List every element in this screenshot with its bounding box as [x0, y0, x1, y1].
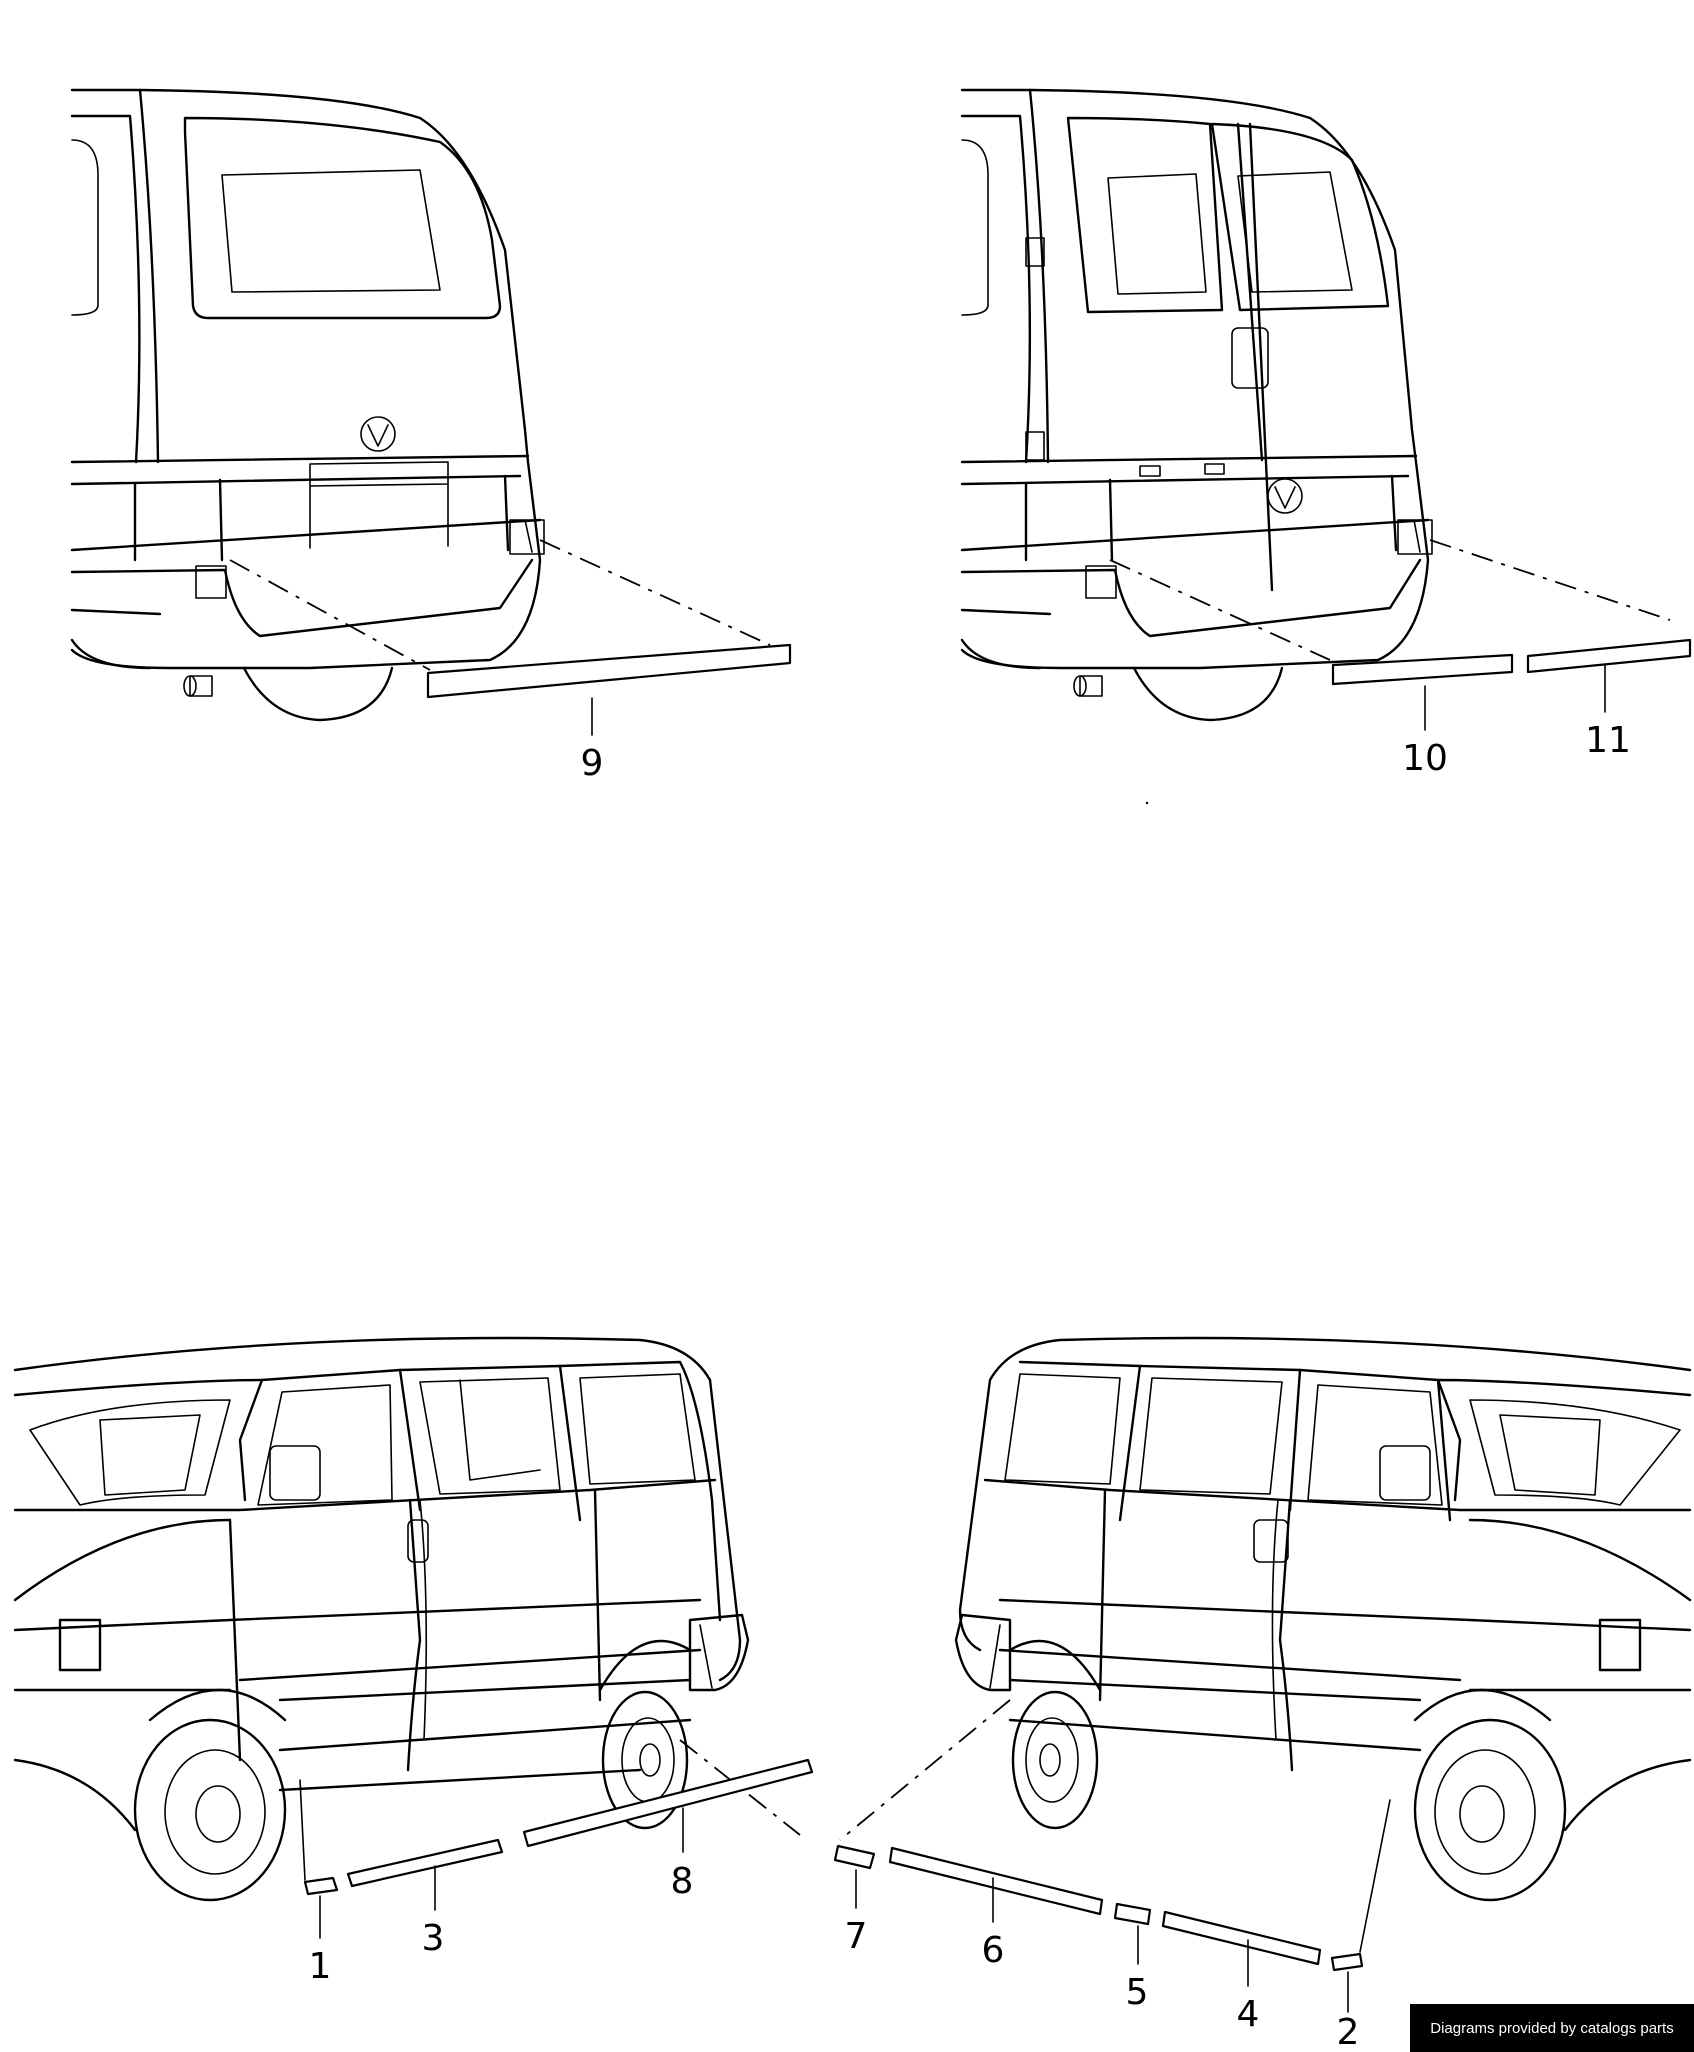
callout-11: 11 — [1585, 720, 1631, 761]
part-11-rear-bumper-trim-right: 11 — [1429, 539, 1692, 761]
van-rear-tailgate-view — [70, 88, 545, 722]
callout-9: 9 — [581, 743, 604, 784]
van-side-view-right — [954, 1336, 1692, 1902]
part-3-sill-trim-front: 3 — [346, 1838, 504, 1959]
part-6-sill-trim-rear: 6 — [888, 1846, 1104, 1971]
part-9-rear-bumper-trim: 9 — [229, 539, 792, 784]
stray-dot — [1145, 801, 1149, 805]
part-5-sill-trim-small: 5 — [1113, 1902, 1152, 2013]
part-7-wheelarch-trim: 7 — [833, 1699, 1011, 1957]
callout-5: 5 — [1126, 1972, 1149, 2013]
part-1-sill-trim-small: 1 — [299, 1779, 339, 1987]
callout-8: 8 — [671, 1861, 694, 1902]
callout-7: 7 — [845, 1916, 868, 1957]
callout-1: 1 — [309, 1946, 332, 1987]
callout-2: 2 — [1337, 2012, 1360, 2052]
callout-10: 10 — [1402, 738, 1448, 779]
part-2-sill-trim-end: 2 — [1330, 1799, 1391, 2052]
callout-6: 6 — [982, 1930, 1005, 1971]
callout-4: 4 — [1237, 1994, 1260, 2035]
van-side-view-left — [13, 1336, 750, 1902]
van-rear-barn-door-view — [960, 88, 1433, 722]
part-8-sill-trim-rear: 8 — [522, 1739, 814, 1902]
part-4-sill-trim-front: 4 — [1161, 1910, 1322, 2035]
part-10-rear-bumper-trim-left: 10 — [1109, 559, 1514, 779]
credit-banner: Diagrams provided by catalogs parts — [1410, 2004, 1694, 2052]
callout-3: 3 — [422, 1918, 445, 1959]
